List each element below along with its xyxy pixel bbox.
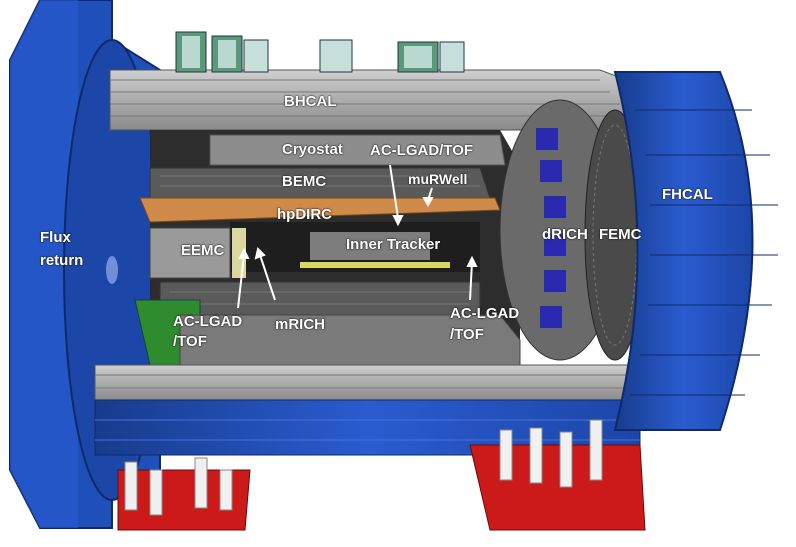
top-services	[175, 31, 465, 73]
label-hpdirc: hpDIRC	[277, 206, 332, 223]
leader-lines	[237, 164, 478, 309]
label-flux-return-line1: Flux	[40, 229, 71, 246]
label-bemc: BEMC	[282, 173, 327, 190]
label-ac-lgad-left-line1: AC-LGAD	[173, 313, 243, 330]
fhcal-cylinder	[613, 71, 778, 431]
label-ac-lgad-tof-top: AC-LGAD/TOF	[370, 142, 474, 159]
label-murwell: muRWell	[408, 171, 468, 187]
label-inner-tracker: Inner Tracker	[346, 236, 441, 253]
label-mrich: mRICH	[275, 316, 326, 333]
label-ac-lgad-left-line2: /TOF	[173, 333, 207, 350]
label-drich: dRICH	[542, 226, 588, 243]
label-femc: FEMC	[599, 226, 642, 243]
label-eemc: EEMC	[181, 242, 225, 259]
label-ac-lgad-right-line2: /TOF	[450, 326, 484, 343]
support-feet-left	[117, 457, 251, 531]
label-fhcal: FHCAL	[662, 186, 713, 203]
label-ac-lgad-right-line1: AC-LGAD	[450, 305, 520, 322]
label-flux-return-line2: return	[40, 252, 84, 269]
label-cryostat: Cryostat	[282, 141, 343, 158]
support-feet-right	[469, 419, 646, 531]
label-bhcal: BHCAL	[284, 93, 337, 110]
flux-return-endcap	[9, 0, 161, 529]
